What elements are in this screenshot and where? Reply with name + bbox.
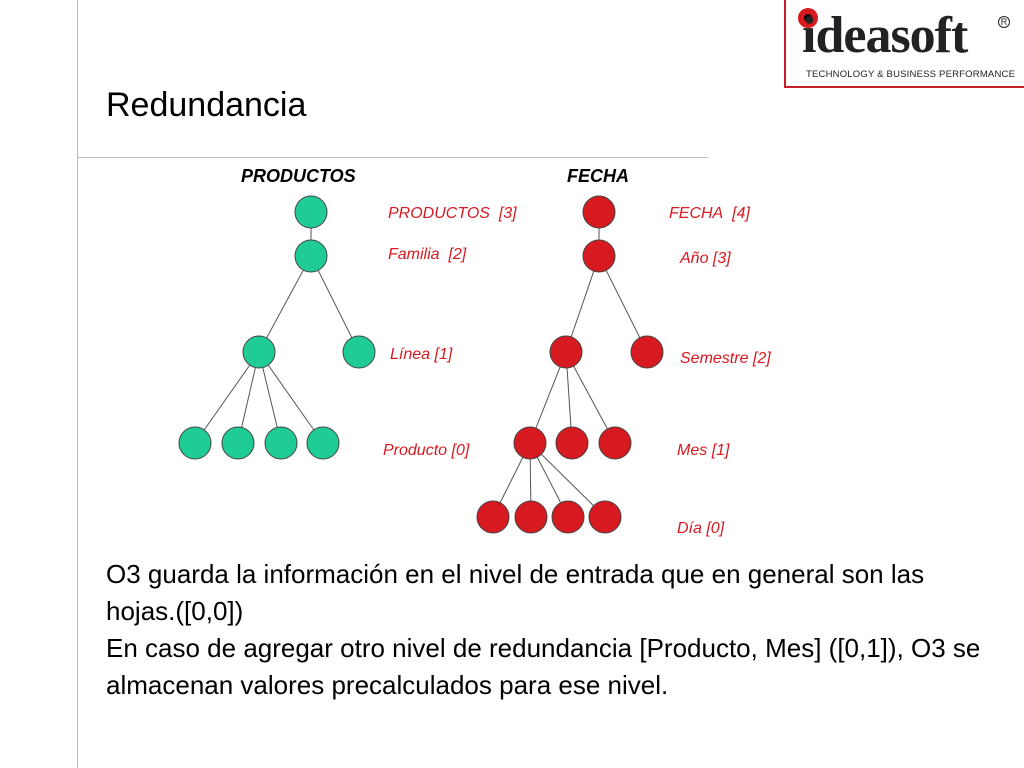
level-name: Familia (388, 246, 440, 263)
registered-mark-icon: R (998, 16, 1010, 28)
level-number: [3] (712, 250, 731, 267)
productos-node-root (294, 195, 328, 229)
level-number: [2] (448, 246, 467, 263)
logo-tagline: TECHNOLOGY & BUSINESS PERFORMANCE (806, 69, 1016, 80)
logo-wordmark: ideasoft (802, 7, 968, 64)
level-name: PRODUCTOS (388, 205, 490, 222)
level-label-anio: Año [3] (680, 250, 731, 268)
level-number: [1] (434, 346, 453, 363)
fecha-node-dia (551, 500, 585, 534)
fecha-node-semestre (630, 335, 664, 369)
fecha-node-semestre (549, 335, 583, 369)
fecha-node-mes (555, 426, 589, 460)
level-number: [4] (732, 205, 750, 222)
productos-node-linea (342, 335, 376, 369)
level-number: [3] (498, 205, 517, 222)
fecha-node-mes (598, 426, 632, 460)
fecha-node-root (582, 195, 616, 229)
level-name: Año (680, 250, 709, 267)
level-number: [0] (706, 520, 725, 537)
level-label-familia: Familia [2] (388, 246, 466, 264)
productos-node-producto (306, 426, 340, 460)
productos-node-linea (242, 335, 276, 369)
level-name: Mes (677, 442, 708, 459)
productos-node-producto (221, 426, 255, 460)
slide-title: Redundancia (106, 86, 307, 124)
level-label-fecha: FECHA [4] (669, 205, 750, 223)
productos-node-producto (178, 426, 212, 460)
fecha-node-dia (588, 500, 622, 534)
level-number: [2] (752, 350, 771, 367)
level-label-linea: Línea [1] (390, 346, 452, 364)
productos-node-familia (294, 239, 328, 273)
vertical-divider (77, 0, 78, 768)
body-paragraph: O3 guarda la información en el nivel de … (106, 559, 925, 626)
horizontal-divider (77, 157, 708, 158)
logo-frame (784, 0, 1024, 88)
fecha-node-dia (476, 500, 510, 534)
level-label-mes: Mes [1] (677, 442, 729, 460)
fecha-node-mes (513, 426, 547, 460)
fecha-heading: FECHA (567, 166, 629, 186)
fecha-node-dia (514, 500, 548, 534)
productos-node-producto (264, 426, 298, 460)
level-label-semestre: Semestre [2] (680, 350, 771, 368)
level-label-productos: PRODUCTOS [3] (388, 205, 517, 223)
level-number: [0] (451, 442, 470, 459)
level-name: Día (677, 520, 702, 537)
level-label-producto: Producto [0] (383, 442, 469, 460)
level-number: [1] (711, 442, 730, 459)
productos-heading: PRODUCTOS (241, 166, 356, 186)
logo-dot-icon (798, 8, 818, 28)
level-name: Semestre (680, 350, 749, 367)
level-label-dia: Día [0] (677, 520, 724, 538)
fecha-node-anio (582, 239, 616, 273)
slide-body: O3 guarda la información en el nivel de … (106, 556, 986, 704)
level-name: Producto (383, 442, 448, 459)
level-name: Línea (390, 346, 431, 363)
level-name: FECHA (669, 205, 724, 222)
body-paragraph: En caso de agregar otro nivel de redunda… (106, 633, 981, 700)
